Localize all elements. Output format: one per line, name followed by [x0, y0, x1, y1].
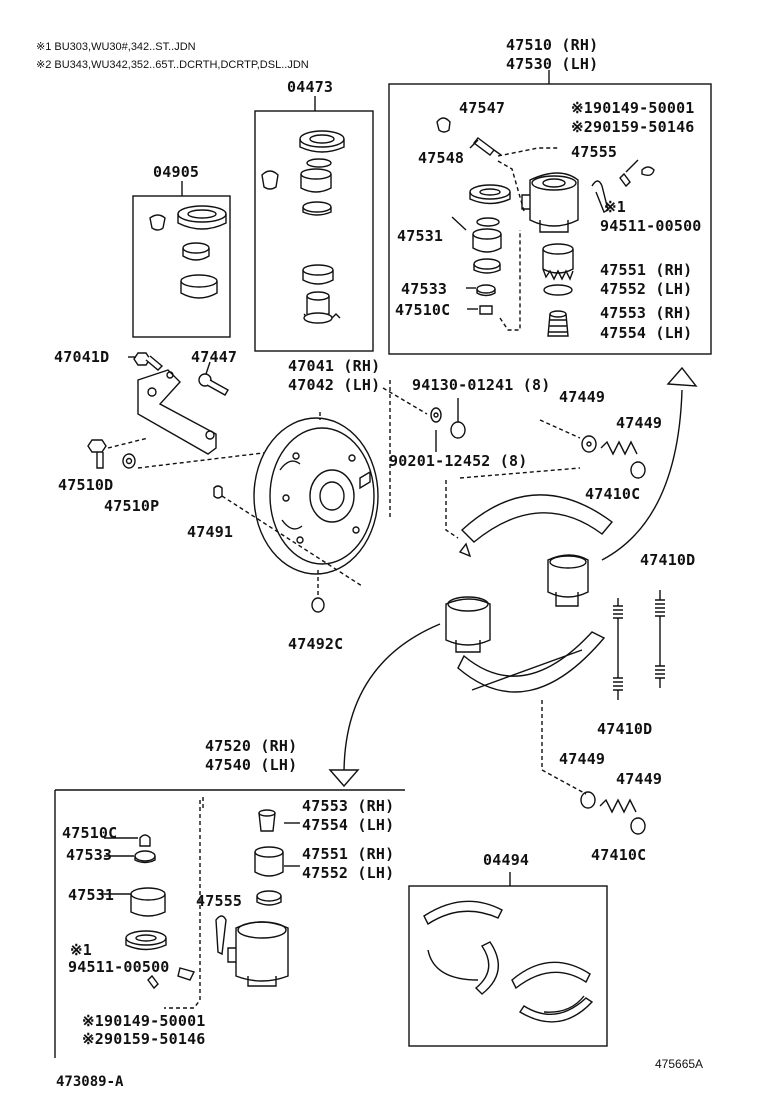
label-04494: 04494	[483, 851, 530, 869]
cup-seal-04905	[149, 214, 166, 231]
label-47510c-b: 47510C	[62, 824, 118, 842]
label-47551a: 47551 (RH)	[600, 261, 693, 279]
shoe-set-04494	[423, 900, 594, 1023]
label-47531a: 47531	[397, 227, 444, 245]
label-47552a: 47552 (LH)	[600, 280, 693, 298]
label-47492c: 47492C	[288, 635, 344, 653]
box-04494	[408, 885, 608, 1047]
screw-47553b	[258, 809, 276, 832]
bolt-47510d	[87, 439, 107, 469]
backing-plate-47041	[253, 417, 379, 575]
spring-47410c-lower	[599, 798, 637, 814]
spring-47410d-left	[613, 598, 623, 700]
piston-cup-04905	[177, 205, 227, 230]
label-47449a: 47449	[559, 388, 606, 406]
label-47410d-a: 47410D	[640, 551, 696, 569]
box-47510	[388, 83, 712, 355]
wheel-cylinder-47520	[227, 921, 289, 987]
pin-47447	[198, 373, 229, 396]
label-47449d: 47449	[616, 770, 663, 788]
footer-ref-left: 473089-A	[56, 1074, 124, 1090]
label-47547: 47547	[459, 99, 506, 117]
label-47533b: 47533	[66, 846, 113, 864]
label-190149b: ※190149-50001	[82, 1012, 206, 1030]
washer-94130	[430, 407, 466, 439]
label-47410d-b: 47410D	[597, 720, 653, 738]
adjuster-47551b	[254, 846, 284, 906]
label-290159: ※290159-50146	[571, 118, 695, 136]
box-47520	[54, 789, 405, 1058]
label-47410c-b: 47410C	[591, 846, 647, 864]
arrow-up	[601, 389, 683, 561]
label-47449c: 47449	[559, 750, 606, 768]
label-47554a: 47554 (LH)	[600, 324, 693, 342]
box-04473	[254, 110, 374, 352]
cup-04905b	[180, 274, 218, 299]
cup-04473	[299, 130, 345, 153]
label-47553b: 47553 (RH)	[302, 797, 395, 815]
label-94130: 94130-01241 (8)	[412, 376, 551, 394]
label-04905: 04905	[153, 163, 200, 181]
label-47510c-a: 47510C	[395, 301, 451, 319]
label-47530lh: 47530 (LH)	[506, 55, 599, 73]
axle-bracket	[137, 369, 217, 455]
label-x1b: ※1	[70, 941, 92, 959]
note-2: ※2 BU343,WU342,352..65T..DCRTH,DCRTP,DSL…	[36, 59, 309, 71]
label-x1a: ※1	[604, 198, 626, 216]
piston-47531b	[130, 887, 166, 917]
label-47520rh: 47520 (RH)	[205, 737, 298, 755]
label-190149: ※190149-50001	[571, 99, 695, 117]
spring-47410c-upper	[600, 440, 638, 456]
adjuster-47551	[542, 243, 574, 296]
label-47510d: 47510D	[58, 476, 114, 494]
label-47540lh: 47540 (LH)	[205, 756, 298, 774]
label-47510rh: 47510 (RH)	[506, 36, 599, 54]
label-47410c-a: 47410C	[585, 485, 641, 503]
footer-ref-right: 475665A	[655, 1057, 704, 1071]
label-47042lh: 47042 (LH)	[288, 376, 381, 394]
label-04473: 04473	[287, 78, 334, 96]
label-47548: 47548	[418, 149, 465, 167]
brake-shoe-upper	[458, 494, 614, 558]
label-47510p: 47510P	[104, 497, 160, 515]
boot-04905	[182, 242, 210, 261]
label-47531b: 47531	[68, 886, 115, 904]
label-47533a: 47533	[401, 280, 448, 298]
label-47554b: 47554 (LH)	[302, 816, 395, 834]
label-47551b: 47551 (RH)	[302, 845, 395, 863]
brake-shoe-lower	[457, 631, 606, 693]
wheel-cylinder-main-lower	[445, 596, 491, 653]
label-47447: 47447	[191, 348, 238, 366]
wheel-cylinder-47510	[521, 172, 579, 233]
label-47552b: 47552 (LH)	[302, 864, 395, 882]
piston-47531a	[472, 217, 502, 253]
label-47041d: 47041D	[54, 348, 110, 366]
note-1: ※1 BU303,WU30#,342..ST..JDN	[36, 41, 196, 53]
bolt-47041d	[133, 352, 164, 371]
label-90201: 90201-12452 (8)	[389, 452, 528, 470]
label-94511a: 94511-00500	[600, 217, 702, 235]
bleeder-47547	[473, 137, 502, 156]
label-47041rh: 47041 (RH)	[288, 357, 381, 375]
cup-47531b	[125, 930, 167, 951]
label-47449b: 47449	[616, 414, 663, 432]
adjuster-04473	[302, 264, 341, 324]
label-47491: 47491	[187, 523, 234, 541]
arrow-down	[343, 623, 441, 775]
label-290159b: ※290159-50146	[82, 1030, 206, 1048]
piston-04473	[300, 158, 332, 193]
label-47555a: 47555	[571, 143, 618, 161]
screw-47553	[547, 310, 569, 337]
spring-47410d-right	[655, 590, 665, 688]
wheel-cylinder-main-upper	[547, 554, 589, 607]
label-47553a: 47553 (RH)	[600, 304, 693, 322]
cup-47531a	[469, 184, 511, 205]
label-47555b: 47555	[196, 892, 243, 910]
label-94511b: 94511-00500	[68, 958, 170, 976]
